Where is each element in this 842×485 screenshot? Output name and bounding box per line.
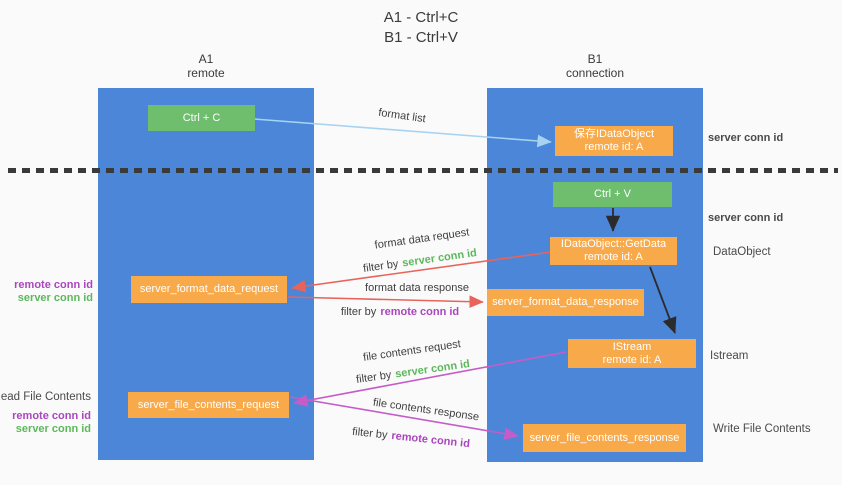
file-contents-request-label: file contents request [362,338,462,364]
istream-box: IStream remote id: A [568,339,696,368]
ctrl-v-label: Ctrl + V [594,188,631,200]
format-request-conn-ids: remote conn id server conn id [14,279,93,305]
filter-by-text: filter by [340,306,377,318]
server-conn-id-text: server conn id [401,247,478,270]
file-contents-response-label: file contents response [372,396,480,424]
format-data-response-label: format data response [365,282,469,294]
lane-a1-subtitle: remote [187,66,225,80]
format-data-response-arrow [287,295,484,309]
ctrl-v-box: Ctrl + V [553,182,672,207]
save-dataobject-line1: 保存IDataObject [573,128,655,140]
lane-a1-name: A1 [198,52,214,66]
istream-line1: IStream [612,340,652,353]
remote-conn-id-note-2: remote conn id [12,410,91,422]
server-conn-id-text: server conn id [394,358,471,381]
format-data-request-label: format data request [373,226,471,252]
lane-b1-name: B1 [587,52,603,66]
title-line-1: A1 - Ctrl+C [383,9,459,26]
istream-note: Istream [710,350,749,362]
istream-line2: remote id: A [602,353,662,366]
remote-conn-id-text: remote conn id [390,429,471,451]
server-file-contents-request-box: server_file_contents_request [128,392,289,418]
format-list-label: format list [377,106,427,126]
remote-conn-id-text: remote conn id [380,306,460,318]
server-format-data-request-box: server_format_data_request [131,276,287,303]
ctrl-c-label: Ctrl + C [182,111,221,124]
remote-conn-id-note-1: remote conn id [14,279,93,291]
filter-by-text: filter by [351,425,389,442]
lane-a1-header: A1 remote [98,52,314,80]
filter-by-text: filter by [355,369,393,386]
server-format-data-request-label: server_format_data_request [139,283,279,295]
server-file-contents-response-label: server_file_contents_response [529,431,680,444]
server-format-data-response-box: server_format_data_response [487,289,644,316]
lane-b1-header: B1 connection [487,52,703,80]
server-file-contents-response-box: server_file_contents_response [523,424,686,452]
write-file-contents-note: Write File Contents [713,423,811,435]
server-conn-id-note-4: server conn id [15,423,91,435]
save-dataobject-box: 保存IDataObject remote id: A [555,126,673,156]
getdata-line2: remote id: A [584,251,643,263]
read-file-contents-note: Read File Contents [0,391,91,403]
server-conn-id-note-1: server conn id [708,132,784,144]
file-request-annotations: Read File Contents remote conn id server… [0,391,91,436]
save-dataobject-line2: remote id: A [584,141,644,153]
dashed-divider-line [8,168,838,173]
lane-b1-subtitle: connection [565,66,625,80]
filter-by-text: filter by [362,258,400,275]
server-file-contents-request-label: server_file_contents_request [137,398,280,411]
server-conn-id-note-2: server conn id [708,212,784,224]
server-conn-id-note-3: server conn id [17,292,93,304]
getdata-line1: IDataObject::GetData [560,238,667,250]
dataobject-note: DataObject [713,246,771,258]
diagram-title: A1 - Ctrl+C B1 - Ctrl+V [0,8,842,48]
ctrl-c-box: Ctrl + C [148,105,255,131]
getdata-box: IDataObject::GetData remote id: A [550,237,677,265]
server-format-data-response-label: server_format_data_response [492,296,639,308]
title-line-2: B1 - Ctrl+V [384,29,458,46]
